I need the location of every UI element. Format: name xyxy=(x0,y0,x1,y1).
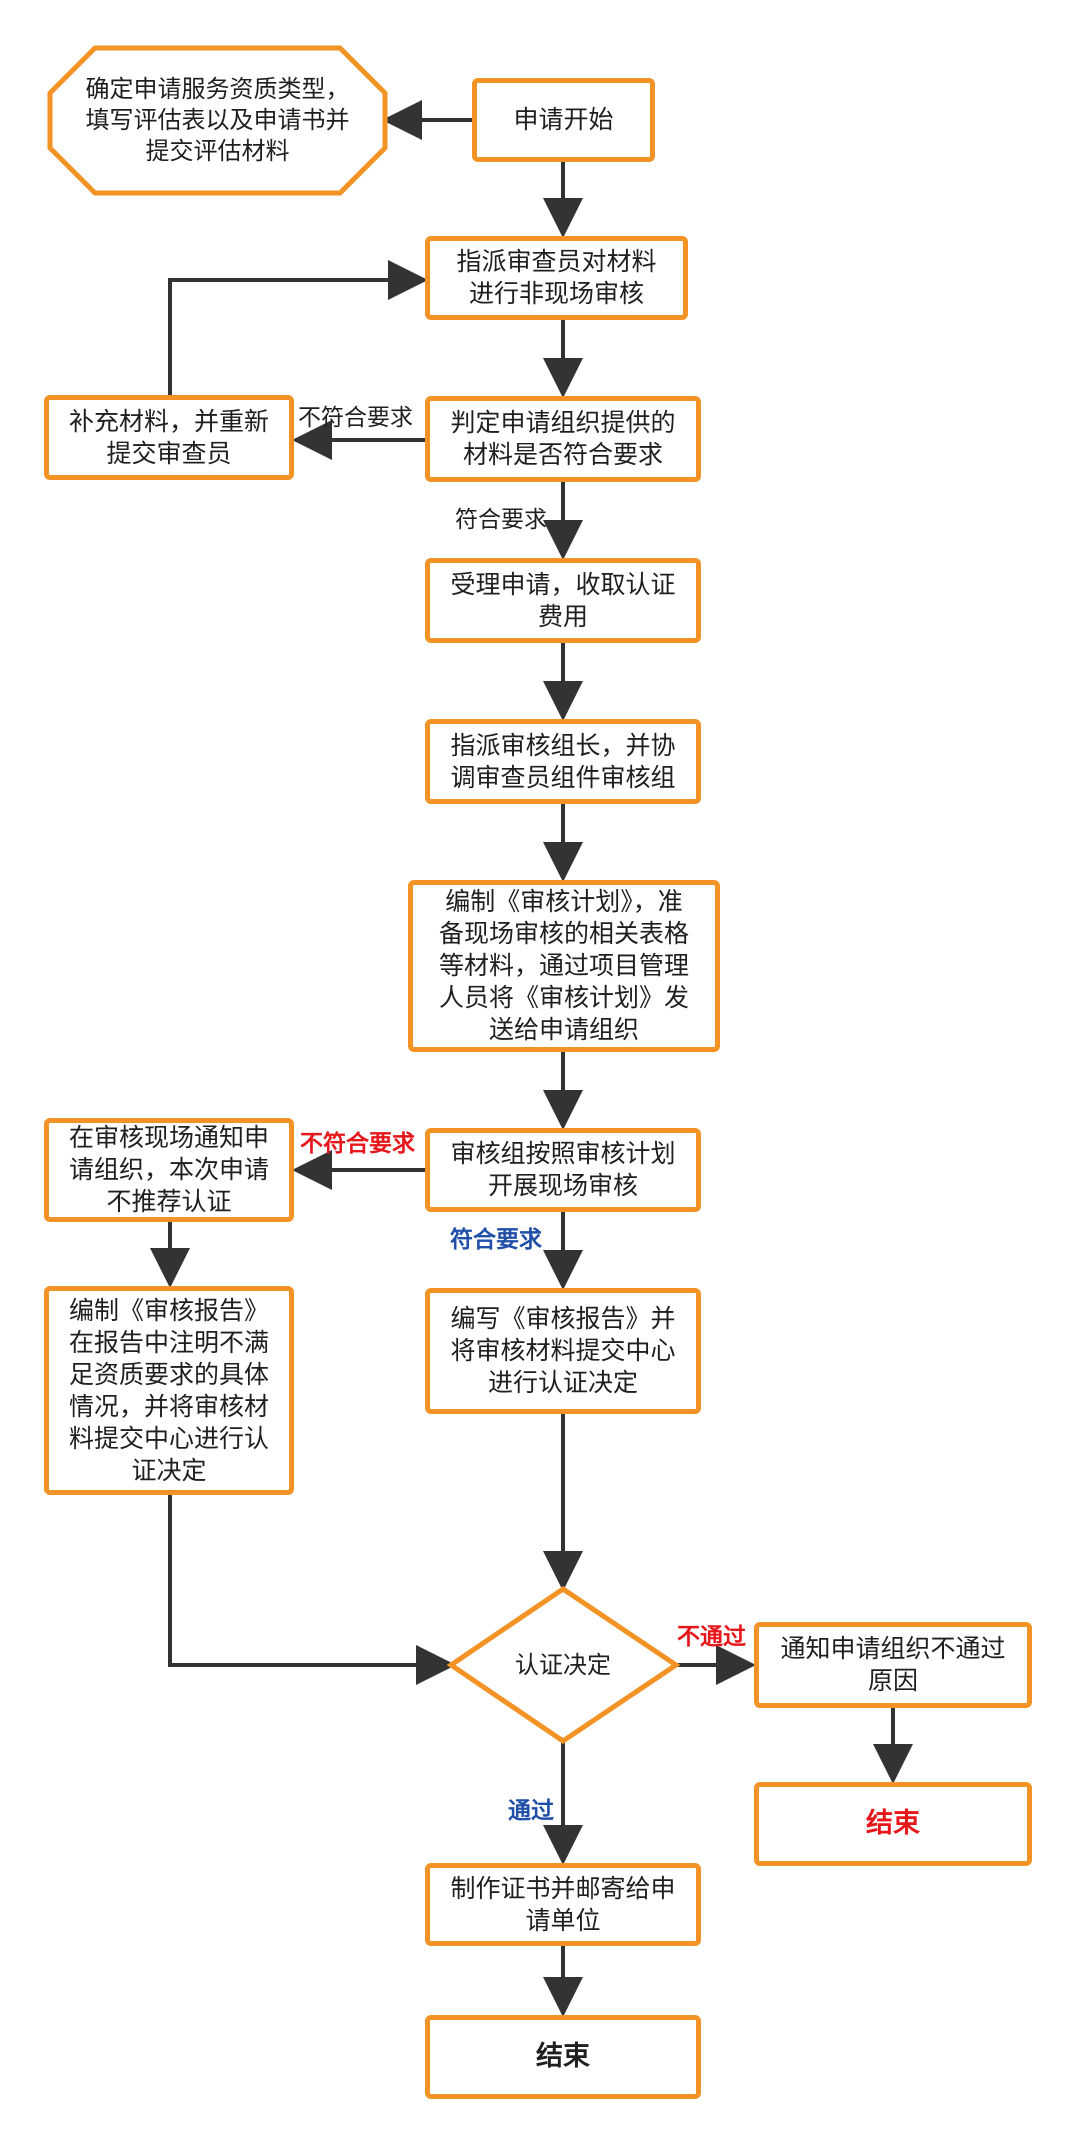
label-meet-2: 符合要求 xyxy=(450,1227,542,1253)
node-end: 结束 xyxy=(425,2015,701,2099)
node-determine-type: 确定申请服务资质类型， 填写评估表以及申请书并 提交评估材料 xyxy=(85,75,350,165)
node-end-fail: 结束 xyxy=(754,1782,1032,1866)
node-start: 申请开始 xyxy=(472,78,655,162)
arrow-report-fail-to-decision xyxy=(168,1495,456,1685)
node-decision: 认证决定 xyxy=(515,1650,611,1679)
node-judge-materials: 判定申请组织提供的 材料是否符合要求 xyxy=(425,396,701,482)
label-not-meet-1: 不符合要求 xyxy=(298,405,413,431)
node-accept: 受理申请，收取认证 费用 xyxy=(425,558,701,643)
node-compile-report-fail: 编制《审核报告》 在报告中注明不满 足资质要求的具体 情况，并将审核材 料提交中… xyxy=(44,1286,294,1495)
node-compile-plan: 编制《审核计划》，准 备现场审核的相关表格 等材料，通过项目管理 人员将《审核计… xyxy=(408,880,720,1052)
arrow-supplement-loop xyxy=(168,260,428,395)
node-supplement: 补充材料，并重新 提交审查员 xyxy=(44,395,294,480)
label-meet-1: 符合要求 xyxy=(455,507,547,533)
label-pass: 通过 xyxy=(508,1798,554,1824)
diamond-decision xyxy=(446,1585,681,1745)
node-onsite-audit: 审核组按照审核计划 开展现场审核 xyxy=(425,1128,701,1212)
node-assign-leader: 指派审核组长，并协 调审查员组件审核组 xyxy=(425,719,701,804)
node-notify-not-recommend: 在审核现场通知申 请组织，本次申请 不推荐认证 xyxy=(44,1118,294,1222)
node-notify-fail: 通知申请组织不通过 原因 xyxy=(754,1622,1032,1708)
label-not-meet-2: 不符合要求 xyxy=(300,1131,415,1157)
octagon-determine-type xyxy=(47,45,388,196)
node-write-report: 编写《审核报告》并 将审核材料提交中心 进行认证决定 xyxy=(425,1288,701,1414)
node-assign-reviewer: 指派审查员对材料 进行非现场审核 xyxy=(425,236,688,320)
node-make-certificate: 制作证书并邮寄给申 请单位 xyxy=(425,1863,701,1946)
label-fail: 不通过 xyxy=(677,1624,746,1650)
